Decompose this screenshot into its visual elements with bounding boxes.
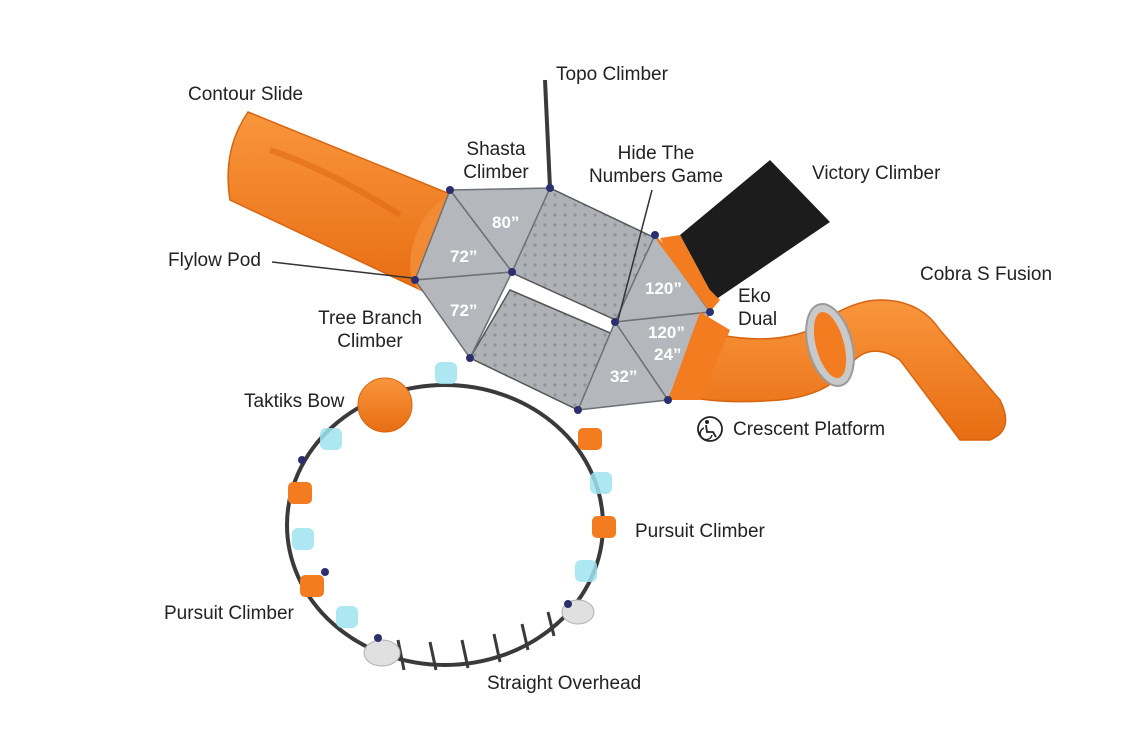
label-shasta-climber: Shasta Climber [463, 139, 529, 183]
label-victory-climber: Victory Climber [812, 163, 941, 184]
climber-loop [285, 383, 605, 667]
deck-height-left-mid: 72” [450, 247, 477, 266]
deck-height-right-sub: 24” [654, 345, 681, 364]
flylow-pod-leader [271, 261, 413, 279]
label-taktiks-bow: Taktiks Bow [244, 391, 345, 412]
label-straight-overhead: Straight Overhead [487, 673, 642, 694]
label-pursuit-climber-right: Pursuit Climber [635, 521, 765, 542]
taktiks-bow [357, 377, 413, 433]
topo-climber [543, 79, 552, 189]
label-tree-branch-climber: Tree Branch Climber [318, 308, 422, 352]
straight-overhead [396, 611, 556, 671]
label-eko-dual: Eko Dual [738, 286, 778, 330]
label-cobra-s-fusion: Cobra S Fusion [920, 264, 1053, 285]
posts [298, 184, 714, 642]
eko-dual-panel [655, 238, 720, 312]
pursuit-pods [288, 362, 616, 628]
hide-numbers-leader [617, 189, 653, 321]
deck-height-right-mid: 120” [648, 323, 685, 342]
label-crescent-platform: Crescent Platform [733, 419, 886, 440]
label-flylow-pod: Flylow Pod [168, 250, 261, 271]
deck-height-right-low: 32” [610, 367, 637, 386]
label-contour-slide: Contour Slide [188, 84, 304, 105]
label-hide-the-numbers-game: Hide The Numbers Game [588, 143, 724, 187]
victory-climber [680, 160, 830, 300]
left-deck-cluster [413, 187, 552, 360]
deck-height-labels: 80” 72” 72” 120” 120” 24” 32” [450, 213, 685, 386]
deck-height-right-top: 120” [645, 279, 682, 298]
accessibility-icon [697, 416, 723, 442]
label-topo-climber: Topo Climber [556, 64, 668, 85]
cobra-s-fusion [679, 299, 1007, 441]
right-deck-cluster [576, 233, 712, 411]
deck-height-left-top: 80” [492, 213, 519, 232]
deck-height-left-low: 72” [450, 301, 477, 320]
label-pursuit-climber-left: Pursuit Climber [164, 603, 294, 624]
